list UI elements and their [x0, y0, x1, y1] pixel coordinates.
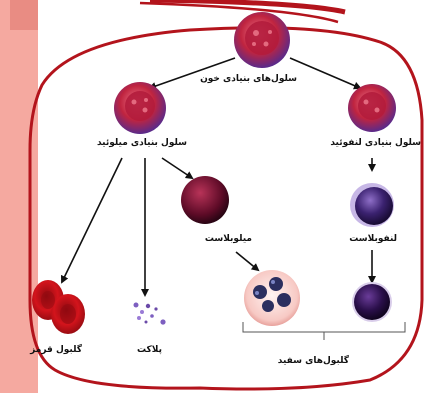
red-blood-cells	[32, 280, 85, 334]
hsc-cell	[234, 12, 290, 68]
label-lymphoid-stem: سلول بنیادی لنفوئید	[330, 138, 421, 148]
platelets	[134, 303, 166, 325]
neutrophil-cell	[244, 270, 300, 326]
label-myeloblast: میلوبلاست	[205, 234, 252, 244]
label-hsc: سلول‌های بنیادی خون	[200, 74, 297, 84]
lymphoblast-cell	[350, 183, 394, 227]
label-myeloid-stem: سلول بنیادی میلوئید	[97, 138, 187, 148]
lymphocyte-cell	[352, 282, 392, 322]
myeloid-stem-cell	[114, 82, 166, 134]
arrow-myeloid-to-myeloblast	[162, 158, 192, 178]
myeloblast-cell	[181, 176, 229, 224]
label-red-cells: گلبول قرمز	[30, 345, 82, 355]
label-white-cells: گلبول‌های سفید	[278, 356, 349, 366]
label-platelets: پلاکت	[137, 345, 162, 355]
arrow-myeloid-to-rbc	[62, 158, 122, 282]
arrow-myeloblast-to-neutrophil	[236, 252, 258, 270]
side-panel-tab	[10, 0, 38, 30]
label-lymphoblast: لنفوبلاست	[349, 234, 397, 244]
top-arc-outer	[150, 0, 345, 12]
arrow-hsc-to-lymphoid	[290, 58, 360, 88]
lymphoid-stem-cell	[348, 84, 396, 132]
